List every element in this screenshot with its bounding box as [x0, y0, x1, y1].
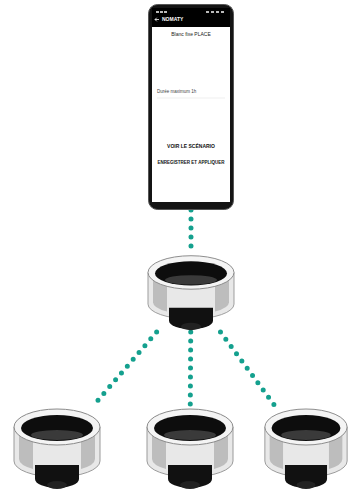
- puck-base: [285, 465, 327, 488]
- puck-outline: [144, 405, 236, 491]
- puck-drawing: [14, 409, 100, 489]
- light-puck: [11, 405, 103, 491]
- puck-foot: [47, 481, 67, 489]
- status-icon: [156, 11, 159, 13]
- puck-lens: [154, 415, 226, 441]
- dotted-connector: [188, 332, 193, 405]
- status-icon: [216, 11, 219, 13]
- status-icon: [160, 11, 163, 13]
- status-icon: [164, 11, 167, 13]
- puck-reflection: [165, 275, 217, 284]
- field-line: [157, 98, 225, 99]
- puck-outline: [262, 405, 350, 491]
- puck-foot: [181, 323, 201, 330]
- screen-text: Blanc fixe PLACE: [153, 32, 229, 38]
- smartphone: NOMATY Blanc fixe PLACE Durée maximum 1h VO…: [148, 4, 234, 210]
- puck-drawing: [148, 256, 234, 330]
- dotted-connector: [220, 332, 274, 405]
- puck-reflection: [281, 430, 331, 440]
- puck-base: [169, 308, 213, 329]
- puck-lens: [155, 261, 227, 285]
- puck-outline: [11, 405, 103, 491]
- phone-screen: [152, 27, 230, 202]
- light-puck: [145, 252, 237, 332]
- puck-lens: [21, 415, 93, 441]
- puck-drawing: [147, 409, 233, 489]
- dotted-connector: [94, 332, 157, 405]
- light-puck: [262, 405, 350, 491]
- puck-rim: [14, 409, 100, 445]
- app-header: NOMATY: [162, 17, 183, 23]
- dotted-connector: [189, 210, 194, 252]
- button-label: VOIR LE SCÉNARIO: [153, 144, 229, 150]
- puck-reflection: [31, 430, 83, 440]
- phone-body: [149, 5, 234, 210]
- puck-foot: [180, 481, 200, 489]
- puck-base: [35, 465, 79, 488]
- status-icon: [221, 11, 224, 13]
- puck-rim: [265, 409, 347, 445]
- puck-reflection: [164, 430, 216, 440]
- puck-rim: [147, 409, 233, 445]
- puck-base: [168, 465, 212, 488]
- puck-drawing: [265, 409, 347, 489]
- screen-text: Durée maximum 1h: [157, 90, 196, 95]
- status-icon: [211, 11, 214, 13]
- puck-outline: [145, 252, 237, 332]
- status-icon: [206, 11, 209, 13]
- puck-rim: [148, 256, 234, 289]
- back-arrow: [155, 18, 159, 22]
- puck-foot: [296, 481, 315, 489]
- puck-lens: [272, 415, 341, 441]
- button-label: ENREGISTRER ET APPLIQUER: [153, 161, 229, 166]
- light-puck: [144, 405, 236, 491]
- status-bar: [152, 8, 230, 27]
